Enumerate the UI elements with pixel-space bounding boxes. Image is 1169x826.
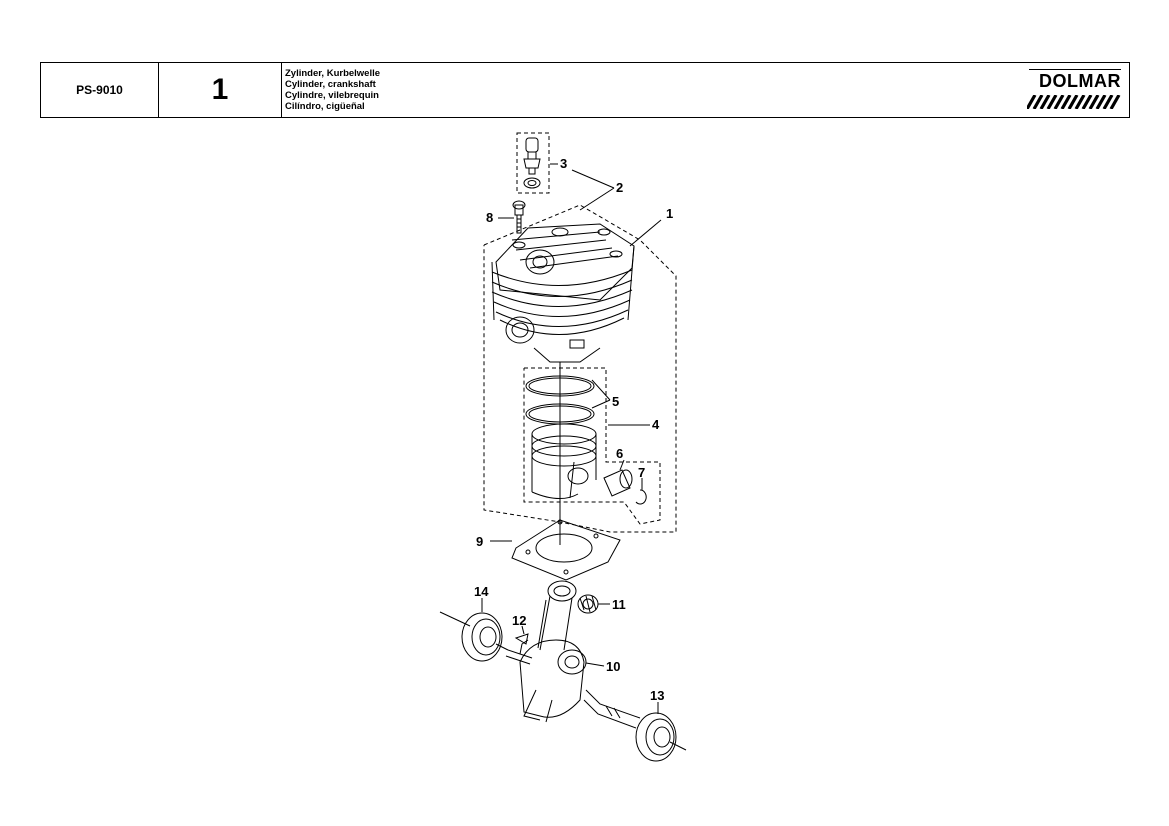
group-box-cylinder — [483, 204, 677, 533]
section-titles: Zylinder, Kurbelwelle Cylinder, cranksha… — [282, 63, 1129, 117]
ball-bearing-right-part — [635, 712, 687, 762]
piston-part — [531, 423, 597, 499]
callout-4: 4 — [652, 417, 660, 432]
needle-bearing-part — [577, 594, 599, 614]
callout-14: 14 — [474, 584, 489, 599]
group-box-decompression-valve — [516, 132, 550, 194]
circlip-part — [635, 489, 647, 505]
brand-name: DOLMAR — [1039, 71, 1121, 91]
group-box-piston — [523, 367, 661, 525]
parts-header: PS-9010 1 Zylinder, Kurbelwelle Cylinder… — [40, 62, 1130, 118]
callout-3: 3 — [560, 156, 567, 171]
woodruff-key-part — [514, 633, 529, 645]
callout-9: 9 — [476, 534, 483, 549]
gasket-part — [511, 519, 621, 581]
dolmar-logo: DOLMAR — [1027, 67, 1121, 113]
piston-pin-part — [603, 469, 633, 497]
title-french: Cylindre, vilebrequin — [285, 90, 379, 101]
logo-hatch-icon — [1027, 95, 1121, 109]
page-number: 1 — [159, 63, 282, 117]
callout-6: 6 — [616, 446, 623, 461]
callout-7: 7 — [638, 465, 645, 480]
title-english: Cylinder, crankshaft — [285, 79, 376, 90]
callout-8: 8 — [486, 210, 493, 225]
callout-10: 10 — [606, 659, 620, 674]
crankshaft-part — [505, 639, 641, 729]
callout-5: 5 — [612, 394, 619, 409]
cylinder-part — [491, 223, 635, 372]
model-number: PS-9010 — [41, 63, 159, 117]
title-spanish: Cilíndro, cigüeñal — [285, 101, 365, 112]
callout-1: 1 — [666, 206, 673, 221]
callout-numbers: 3 2 1 8 5 4 6 7 9 11 12 14 10 13 — [474, 156, 673, 703]
callout-12: 12 — [512, 613, 526, 628]
callout-2: 2 — [616, 180, 623, 195]
decompression-valve-part — [523, 137, 541, 189]
ball-bearing-left-part — [439, 611, 509, 662]
callout-leader-lines — [481, 163, 662, 714]
callout-11: 11 — [612, 597, 626, 612]
title-german: Zylinder, Kurbelwelle — [285, 68, 381, 79]
logo-rule — [1029, 69, 1121, 70]
bolt-part — [512, 200, 526, 234]
callout-13: 13 — [650, 688, 664, 703]
